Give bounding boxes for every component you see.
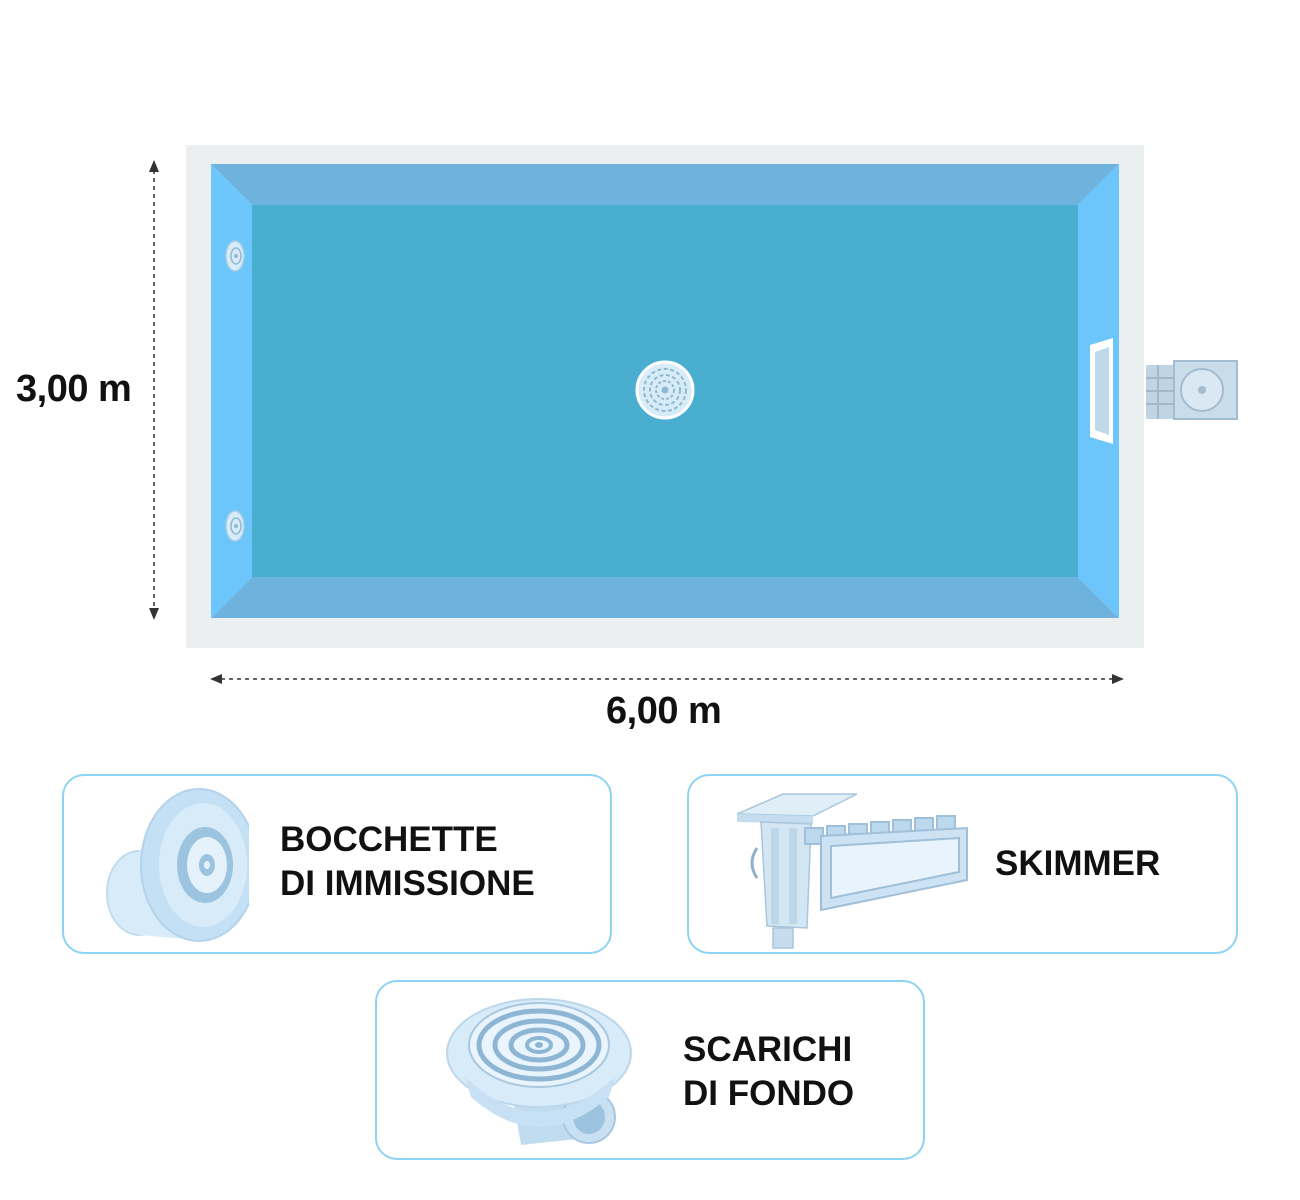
pool-wall-left	[211, 164, 252, 618]
inlet-nozzle-bottom	[225, 510, 245, 542]
inlet-nozzle-top	[225, 240, 245, 272]
legend-card-inlets: BOCCHETTE DI IMMISSIONE	[62, 774, 612, 954]
legend-card-skimmer: SKIMMER	[687, 774, 1238, 954]
legend-label-drain-line1: SCARICHI	[683, 1030, 853, 1069]
pool-wall-bottom	[211, 577, 1119, 618]
width-dimension-label: 6,00 m	[606, 690, 722, 732]
legend-label-inlets-line2: DI IMMISSIONE	[280, 864, 535, 903]
width-dimension-line	[210, 674, 1124, 684]
legend-card-drain: SCARICHI DI FONDO	[375, 980, 925, 1160]
inlet-nozzle-icon	[106, 788, 249, 942]
main-drain	[635, 360, 695, 420]
skimmer-icon	[736, 793, 968, 949]
legend-label-drain-line2: DI FONDO	[683, 1074, 855, 1113]
legend-label-skimmer: SKIMMER	[995, 842, 1160, 886]
legend-label-skimmer-line1: SKIMMER	[995, 844, 1161, 883]
main-drain-icon	[446, 998, 632, 1145]
pool-diagram	[149, 145, 1238, 684]
legend-label-drain: SCARICHI DI FONDO	[683, 1028, 854, 1116]
height-dimension-label: 3,00 m	[16, 368, 132, 410]
skimmer-box	[1146, 360, 1238, 420]
legend-label-inlets-line1: BOCCHETTE	[280, 820, 498, 859]
height-dimension-line	[149, 160, 159, 620]
pool-wall-top	[211, 164, 1119, 205]
legend-label-inlets: BOCCHETTE DI IMMISSIONE	[280, 818, 535, 906]
skimmer-mouth	[1090, 338, 1113, 444]
